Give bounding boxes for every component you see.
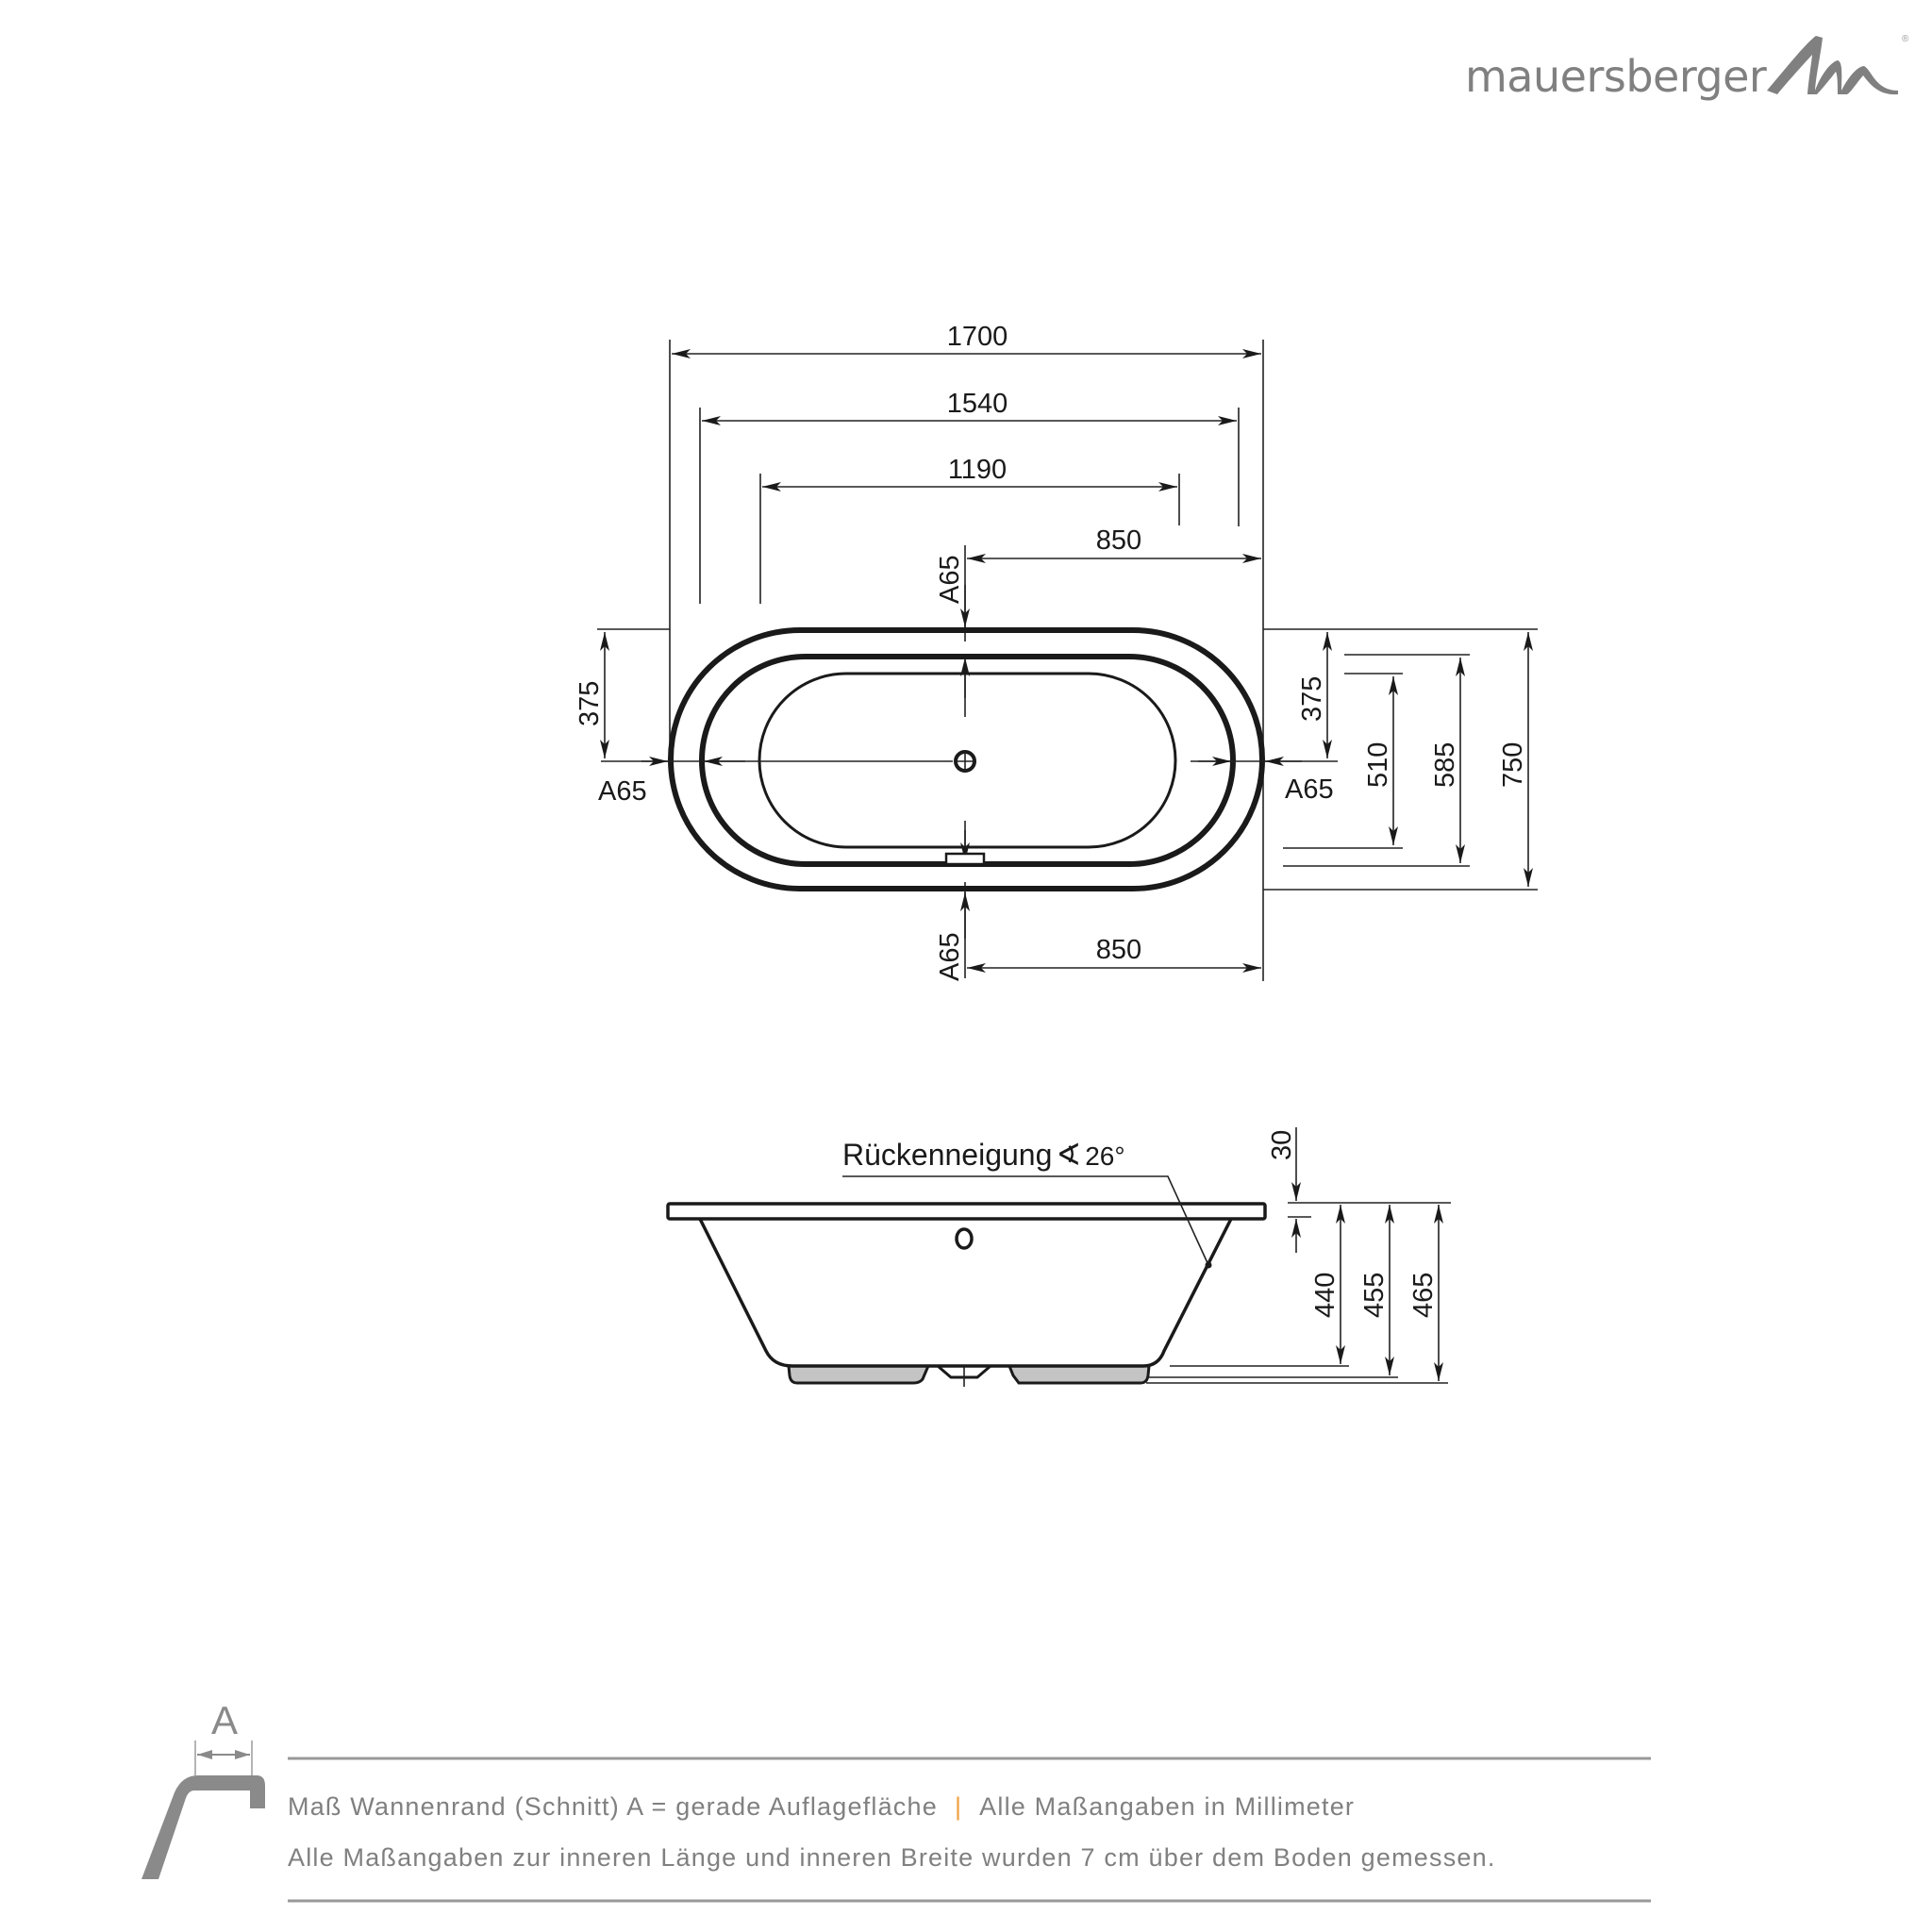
footer-line-1: Maß Wannenrand (Schnitt) A = gerade Aufl… <box>288 1792 1355 1821</box>
brand-name: mauersberger <box>1465 51 1767 102</box>
rim-profile-shape <box>142 1775 265 1879</box>
tub-inner-rim <box>699 654 1236 867</box>
tub-foot-left <box>787 1364 931 1385</box>
overflow-icon <box>944 852 986 866</box>
tub-rim <box>666 1202 1267 1221</box>
back-angle-label: Rückenneigung∢26° <box>842 1138 1125 1172</box>
dim-drain-to-end-top: 850 <box>1096 525 1141 556</box>
dim-drain-to-end-bottom: 850 <box>1096 935 1141 965</box>
footer-line-2: Alle Maßangaben zur inneren Länge und in… <box>288 1843 1496 1872</box>
dim-height-inner: 440 <box>1310 1273 1341 1318</box>
dim-rim-right: A65 <box>1285 774 1334 805</box>
top-view: 1700 1540 1190 850 850 A65 A65 375 <box>575 322 1538 981</box>
registered-mark: ® <box>1902 34 1909 44</box>
dim-rim-inner-width: 585 <box>1430 742 1460 788</box>
tub-basin <box>758 672 1177 849</box>
dim-half-width-left: 375 <box>575 681 605 726</box>
dim-rim-bottom: A65 <box>935 932 965 981</box>
footer-separator: | <box>955 1792 962 1821</box>
dim-height-overall: 465 <box>1408 1273 1439 1318</box>
brand-logo: mauersberger ® <box>1465 34 1909 102</box>
dim-overall-width: 750 <box>1498 742 1528 788</box>
dim-rim-top: A65 <box>935 555 965 604</box>
side-view: Rückenneigung∢26° 30 440 455 465 <box>666 1127 1451 1387</box>
tub-outer-rim <box>668 627 1265 891</box>
tub-body <box>698 1218 1233 1368</box>
dim-rim-thickness: 30 <box>1267 1130 1297 1160</box>
dim-rim-left: A65 <box>598 776 647 807</box>
dim-inner-length: 1190 <box>948 455 1007 485</box>
leader-line <box>842 1175 1209 1266</box>
rim-profile-label: A <box>211 1698 238 1742</box>
dim-rim-inner-length: 1540 <box>947 389 1008 419</box>
dim-half-width-right: 375 <box>1297 676 1327 722</box>
dim-height-body: 455 <box>1359 1273 1390 1318</box>
leader-dot <box>1205 1261 1212 1269</box>
rim-profile-icon: A <box>142 1698 265 1879</box>
brand-m-icon <box>1767 36 1898 95</box>
footer: A Maß Wannenrand (Schnitt) A = gerade Au… <box>142 1698 1651 1903</box>
dim-inner-width: 510 <box>1363 742 1393 788</box>
overflow-hole-icon <box>955 1227 974 1250</box>
tub-foot-right <box>1007 1364 1151 1385</box>
dim-overall-length: 1700 <box>947 322 1008 352</box>
